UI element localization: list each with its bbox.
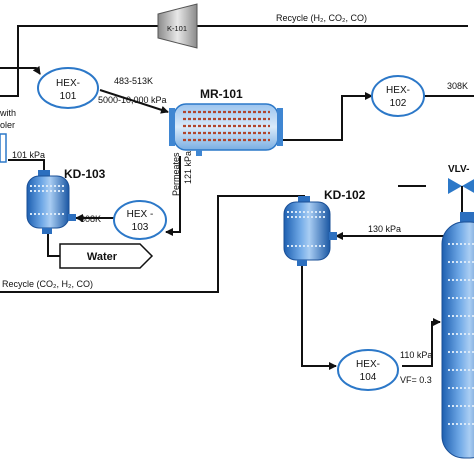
reactor-mr101: MR-101 bbox=[169, 87, 283, 156]
recycle-bottom-label: Recycle (CO₂, H₂, CO) bbox=[2, 279, 93, 289]
feed-to-hex101-line bbox=[0, 65, 41, 75]
reactor-left-flange bbox=[169, 108, 175, 146]
valve-icon bbox=[448, 178, 474, 194]
kd102-to-hex104-line bbox=[301, 262, 337, 370]
hex104-shape bbox=[337, 349, 399, 391]
hex102-label-2: 102 bbox=[390, 98, 407, 109]
permeate-line bbox=[165, 156, 181, 236]
kd103-vapor-line bbox=[8, 159, 45, 170]
kd102-vessel bbox=[283, 196, 337, 266]
column-body bbox=[441, 221, 474, 459]
reactor-tag: MR-101 bbox=[200, 87, 243, 101]
kd103-body bbox=[26, 175, 70, 229]
compressor-k101: K-101 bbox=[157, 3, 198, 49]
hex103-exchanger: HEX - 103 bbox=[113, 200, 167, 240]
hex104-label-2: 104 bbox=[360, 372, 377, 383]
hex101-label-2: 101 bbox=[60, 91, 77, 102]
kd103-tag: KD-103 bbox=[64, 167, 106, 181]
compressor-tag: K-101 bbox=[167, 24, 187, 33]
compressor-body bbox=[157, 3, 198, 49]
reactor-nozzle bbox=[196, 150, 202, 156]
water-arrow-shape bbox=[59, 243, 154, 269]
hex102-shape bbox=[371, 75, 425, 117]
reactor-right-flange bbox=[277, 108, 283, 146]
hex102-outlet-temp: 308K bbox=[447, 81, 468, 91]
hex102-exchanger: HEX- 102 bbox=[371, 75, 425, 117]
partial-with-text: with bbox=[0, 108, 16, 118]
feed-pressure-label: 5000-10,000 kPa bbox=[98, 95, 167, 105]
valve-tag: VLV- bbox=[448, 164, 469, 175]
hex101-label-1: HEX- bbox=[56, 78, 80, 89]
hex103-label-2: 103 bbox=[132, 222, 149, 233]
kd103-water-line bbox=[47, 232, 60, 257]
kd103-temperature: 308K bbox=[80, 214, 101, 224]
hex104-outlet-pressure: 110 kPa bbox=[400, 350, 432, 360]
partial-equipment bbox=[0, 133, 7, 163]
kd102-body bbox=[283, 201, 331, 261]
water-stream: Water bbox=[59, 243, 154, 269]
hex103-label-1: HEX - bbox=[127, 209, 154, 220]
hex101-to-reactor-line bbox=[99, 89, 169, 114]
partial-oler-text: oler bbox=[0, 120, 15, 130]
kd102-pressure: 130 kPa bbox=[368, 224, 401, 234]
recycle-top-line-left bbox=[0, 25, 158, 97]
hex103-shape bbox=[113, 200, 167, 240]
recycle-top-label: Recycle (H₂, CO₂, CO) bbox=[276, 13, 367, 23]
reactor-to-hex102-line bbox=[276, 92, 373, 141]
hex104-label-1: HEX- bbox=[356, 359, 380, 370]
feed-temperature-label: 483-513K bbox=[114, 76, 153, 86]
column-trays bbox=[448, 243, 474, 425]
reactor-tubes bbox=[183, 110, 270, 142]
hex104-to-column-line bbox=[402, 318, 441, 367]
kd103-vessel bbox=[26, 170, 76, 234]
permeates-pressure: 121 kPa bbox=[183, 151, 193, 184]
water-label: Water bbox=[87, 251, 118, 263]
hex104-exchanger: HEX- 104 bbox=[337, 349, 399, 391]
hex102-label-1: HEX- bbox=[386, 85, 410, 96]
kd102-tag: KD-102 bbox=[324, 188, 366, 202]
hex101-shape bbox=[37, 67, 99, 109]
kd103-pressure: 101 kPa bbox=[12, 150, 45, 160]
hex104-vapor-fraction: VF= 0.3 bbox=[400, 375, 432, 385]
distillation-column bbox=[441, 212, 474, 459]
permeates-label: Permeates bbox=[171, 152, 181, 196]
hex101-exchanger: HEX- 101 bbox=[37, 67, 99, 109]
